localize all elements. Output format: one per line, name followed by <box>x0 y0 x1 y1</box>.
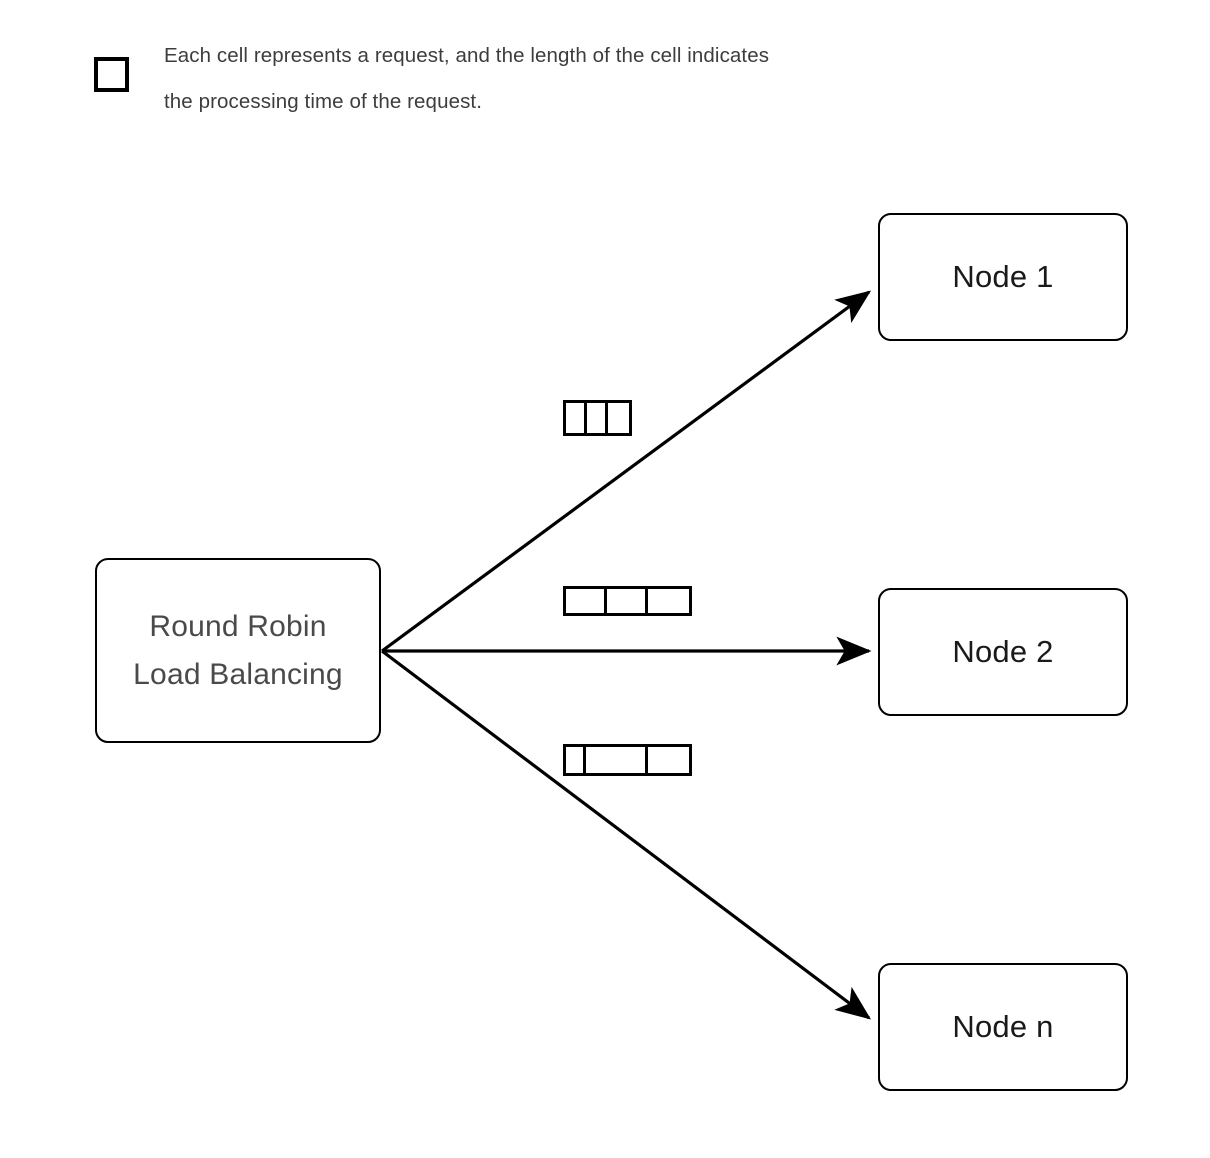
edge-to-node-n <box>381 649 872 1020</box>
request-cell <box>566 747 586 773</box>
request-queue-node-n <box>563 744 692 776</box>
request-cell <box>648 747 688 773</box>
request-cell <box>586 747 648 773</box>
request-queue-node-2 <box>563 586 692 616</box>
node-box-node-1[interactable]: Node 1 <box>878 213 1128 341</box>
request-cell <box>566 589 607 613</box>
request-cell <box>648 589 688 613</box>
node-label-node-2: Node 2 <box>952 633 1054 669</box>
request-queue-node-1 <box>563 400 632 436</box>
node-label-node-n: Node n <box>952 1008 1054 1044</box>
request-cell <box>587 403 608 433</box>
node-label-node-1: Node 1 <box>952 258 1054 294</box>
node-box-node-n[interactable]: Node n <box>878 963 1128 1091</box>
request-cell <box>566 403 587 433</box>
load-balancer-box[interactable]: Round Robin Load Balancing <box>95 558 381 743</box>
node-box-node-2[interactable]: Node 2 <box>878 588 1128 716</box>
square-outline-icon <box>94 57 129 92</box>
request-cell <box>607 589 648 613</box>
legend-caption: Each cell represents a request, and the … <box>164 44 770 113</box>
load-balancer-label: Round Robin Load Balancing <box>133 609 343 691</box>
request-cell <box>608 403 629 433</box>
